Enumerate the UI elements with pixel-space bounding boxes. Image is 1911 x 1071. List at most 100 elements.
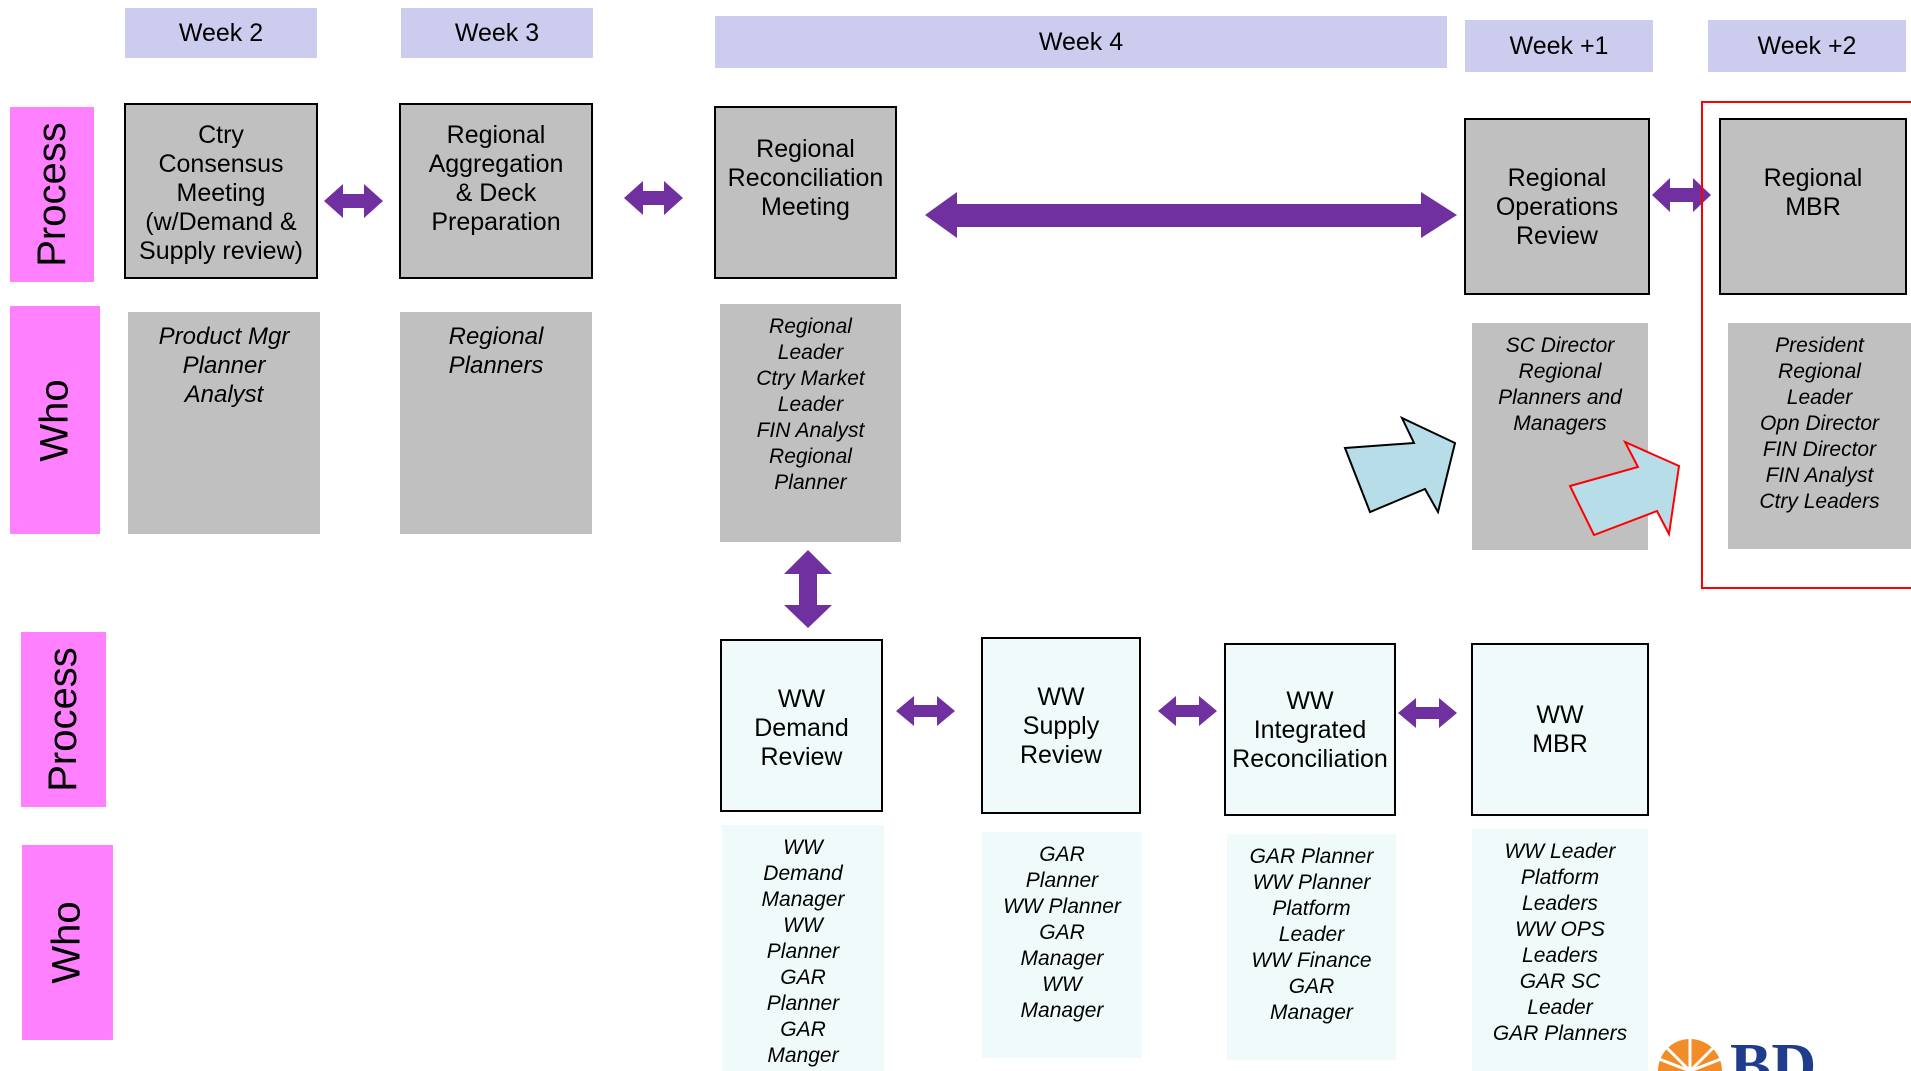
side-label-who-regional: Who: [10, 306, 100, 534]
week-label: Week +1: [1509, 31, 1609, 60]
text-line: MBR: [1532, 730, 1588, 758]
text-line: Platform: [1520, 866, 1600, 889]
text-line: Operations: [1495, 193, 1619, 221]
text-line: Regional: [1763, 164, 1863, 192]
week-label: Week 2: [178, 18, 264, 47]
text-line: FIN Analyst: [756, 419, 865, 442]
week-label: Week +2: [1757, 31, 1857, 60]
bd-logo-text: BD: [1730, 1032, 1816, 1071]
text-line: Review: [760, 743, 843, 771]
text-line: GAR Planner: [1249, 845, 1374, 868]
text-line: WW Finance: [1251, 949, 1372, 972]
text-line: Manager: [1020, 999, 1104, 1022]
text-line: (w/Demand &: [145, 208, 297, 236]
text-line: GAR: [1039, 921, 1085, 944]
text-line: MBR: [1785, 193, 1841, 221]
text-line: GAR: [1288, 975, 1335, 998]
week-header-plus1: Week +1: [1465, 20, 1653, 72]
text-line: Demand: [763, 862, 843, 885]
text-line: FIN Analyst: [1765, 464, 1874, 487]
text-line: FIN Director: [1762, 438, 1877, 461]
text-line: WW: [1042, 973, 1082, 996]
text-line: Platform: [1272, 897, 1351, 920]
bd-logo: BD: [1658, 1032, 1816, 1071]
text-line: WW Planner: [1003, 895, 1121, 918]
text-line: Regional: [1518, 360, 1602, 383]
text-line: Planner: [766, 992, 840, 1015]
text-line: Supply: [1022, 712, 1100, 740]
side-label-who-ww: Who: [22, 845, 113, 1040]
text-line: GAR Planners: [1492, 1022, 1628, 1045]
week-label: Week 4: [1038, 27, 1124, 56]
double-arrow: [1158, 696, 1217, 726]
highlight-frame: [1701, 101, 1911, 589]
text-line: WW Leader: [1504, 840, 1616, 863]
callout-arrow-highlighted: [1568, 439, 1681, 538]
text-line: Reconciliation: [1232, 745, 1388, 773]
text-line: Regional: [769, 445, 852, 468]
text-line: Managers: [1513, 412, 1607, 435]
vertical-double-arrow: [784, 550, 832, 628]
text-line: WW: [1536, 701, 1584, 729]
text-line: GAR: [1039, 843, 1085, 866]
text-line: Supply review): [139, 237, 303, 265]
text-line: Demand: [754, 714, 849, 742]
text-line: Regional: [756, 135, 855, 163]
text-line: Leader: [1278, 923, 1345, 946]
text-line: Ctry Leaders: [1759, 490, 1880, 513]
text-line: GAR: [780, 1018, 826, 1041]
text-line: Leader: [777, 393, 844, 416]
text-line: Leader: [1527, 996, 1593, 1019]
text-line: GAR SC: [1519, 970, 1601, 993]
text-line: Planners and: [1498, 386, 1622, 409]
text-line: Meeting: [761, 193, 850, 221]
text-line: Leader: [1786, 386, 1853, 409]
text-line: Regional: [769, 315, 852, 338]
text-line: WW: [1286, 687, 1334, 715]
text-line: Ctry: [198, 121, 244, 149]
text-line: Review: [1020, 741, 1102, 769]
text-line: Planners: [448, 352, 544, 379]
text-line: Consensus: [158, 150, 284, 178]
text-line: WW: [783, 836, 823, 859]
text-line: Integrated: [1253, 716, 1367, 744]
text-line: Regional: [446, 121, 546, 149]
text-line: Analyst: [184, 381, 264, 408]
text-line: Product Mgr: [158, 323, 290, 350]
side-label-process-regional: Process: [10, 107, 94, 282]
text-line: WW: [777, 685, 826, 713]
text-line: WW: [783, 914, 823, 937]
week-header-3: Week 3: [401, 8, 593, 58]
text-line: Regional: [1778, 360, 1861, 383]
text-line: Regional: [448, 323, 544, 350]
week-label: Week 3: [454, 18, 540, 47]
text-line: SC Director: [1505, 334, 1615, 357]
text-line: Ctry Market: [756, 367, 865, 390]
double-arrow-long: [925, 192, 1457, 238]
text-line: Leaders: [1522, 944, 1598, 967]
double-arrow: [324, 184, 383, 218]
double-arrow: [1398, 698, 1457, 728]
text-line: Meeting: [176, 179, 266, 207]
text-line: Preparation: [431, 208, 561, 236]
text-line: Review: [1516, 222, 1598, 250]
text-line: Manager: [761, 888, 845, 911]
text-line: Leaders: [1522, 892, 1598, 915]
double-arrow: [896, 696, 955, 726]
